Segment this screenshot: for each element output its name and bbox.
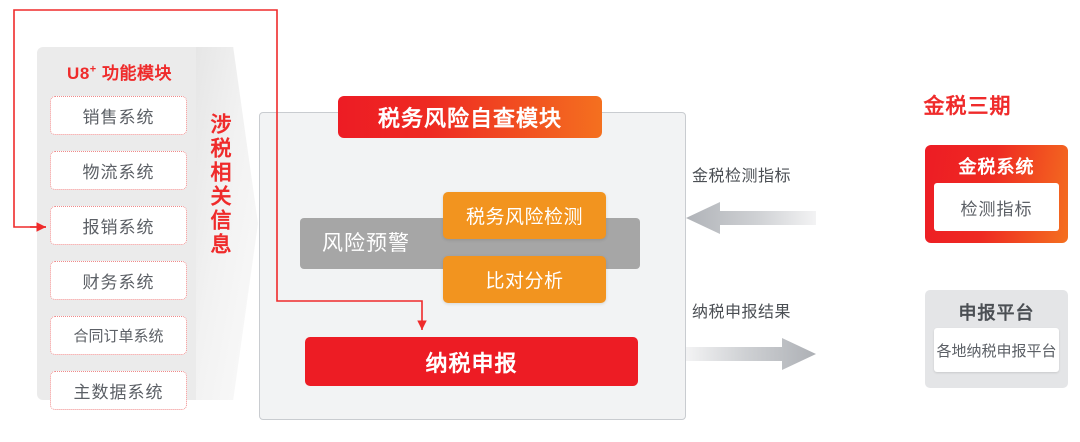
module-box-contract-order[interactable]: 合同订单系统 — [50, 316, 187, 355]
golden-tax-phase3-title: 金税三期 — [923, 95, 1012, 118]
declaration-platform-card: 申报平台 各地纳税申报平台 — [925, 290, 1068, 388]
chevron-label: 涉税相关信息 — [208, 113, 231, 257]
tax-risk-self-check-title: 税务风险自查模块 — [338, 96, 602, 138]
declaration-platform-title: 申报平台 — [958, 303, 1035, 323]
left-arrow-icon — [686, 202, 816, 234]
u8-panel-title: U8+ 功能模块 — [37, 59, 202, 84]
module-box-expense[interactable]: 报销系统 — [50, 206, 187, 245]
module-box-finance[interactable]: 财务系统 — [50, 261, 187, 300]
module-box-master-data[interactable]: 主数据系统 — [50, 371, 187, 410]
right-arrow-icon — [686, 338, 816, 370]
flow-label-golden-tax-indicator: 金税检测指标 — [692, 168, 792, 185]
module-box-logistics[interactable]: 物流系统 — [50, 151, 187, 190]
u8-title-superscript: + — [89, 63, 97, 76]
u8-title-main: U8 — [67, 64, 90, 83]
tax-declaration-box[interactable]: 纳税申报 — [305, 337, 638, 386]
flow-label-declaration-result: 纳税申报结果 — [692, 304, 792, 321]
comparison-analysis-box[interactable]: 比对分析 — [443, 256, 606, 303]
tax-risk-detection-box[interactable]: 税务风险检测 — [443, 192, 606, 239]
regional-declaration-platform-box[interactable]: 各地纳税申报平台 — [934, 328, 1059, 372]
golden-tax-system-card: 金税系统 检测指标 — [925, 145, 1068, 243]
risk-warning-label: 风险预警 — [322, 232, 410, 255]
u8-title-rest: 功能模块 — [96, 64, 172, 83]
module-box-sales[interactable]: 销售系统 — [50, 96, 187, 135]
detection-indicator-box[interactable]: 检测指标 — [934, 183, 1059, 231]
golden-tax-system-title: 金税系统 — [958, 157, 1035, 177]
tax-info-flow-chevron: 涉税相关信息 — [196, 47, 258, 400]
u8-module-panel: U8+ 功能模块 销售系统 物流系统 报销系统 财务系统 合同订单系统 主数据系… — [37, 47, 202, 410]
